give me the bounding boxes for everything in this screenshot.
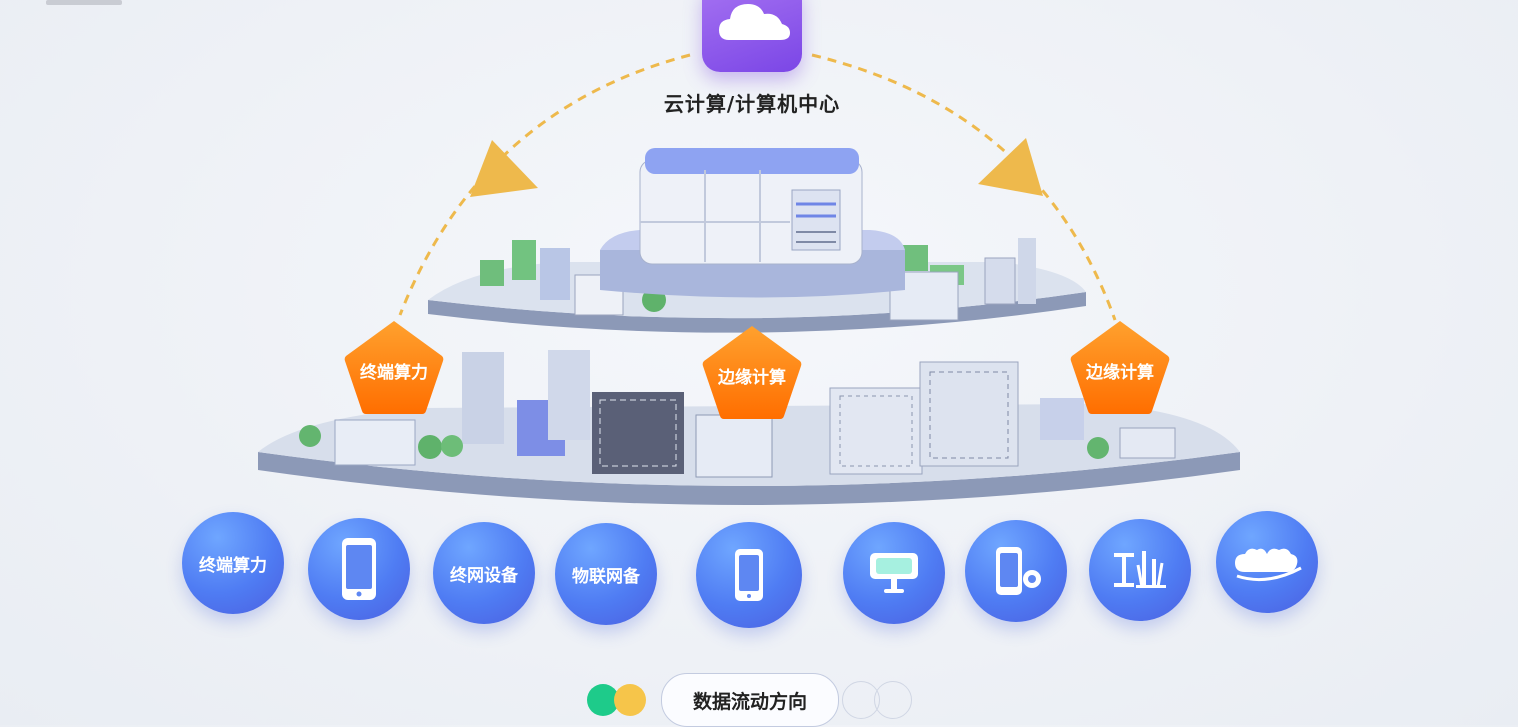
- pentagon-shape: [344, 321, 444, 414]
- upper-platform: [428, 148, 1086, 333]
- tablet-stand-icon: [870, 553, 918, 593]
- cloud-link-icon: [1235, 548, 1302, 582]
- legend-dot-yellow: [614, 684, 646, 716]
- node-edge-compute-center: 边缘计算: [700, 323, 804, 423]
- top-divider: [46, 0, 122, 5]
- legend-pill: 数据流动方向: [661, 673, 839, 727]
- industry-icon: [1114, 551, 1166, 588]
- lower-city-platform: [258, 350, 1240, 505]
- device-mobile: [696, 522, 802, 628]
- legend-label: 数据流动方向: [692, 690, 807, 713]
- cloud-tile: [702, 0, 802, 72]
- cloud-center-title: 云计算/计算机中心: [663, 92, 841, 116]
- smartphone-icon: [342, 538, 376, 600]
- right-flow-arc: [811, 53, 1117, 321]
- cloud-icon: [719, 4, 790, 40]
- device-label: 终网设备: [450, 565, 518, 586]
- pentagon-shape: [702, 326, 802, 419]
- mobile-phone-icon: [735, 549, 763, 601]
- node-label: 边缘计算: [1086, 363, 1154, 383]
- device-label: 物联网备: [572, 566, 640, 587]
- node-terminal-compute: 终端算力: [342, 318, 446, 418]
- device-terminal-network: 终网设备: [433, 522, 535, 624]
- right-arrowhead: [978, 138, 1043, 196]
- legend-dot-green: [587, 684, 619, 716]
- node-label: 边缘计算: [718, 368, 786, 388]
- device-tablet-stand: [843, 522, 945, 624]
- device-label: 终端算力: [199, 555, 267, 576]
- device-terminal-compute: 终端算力: [182, 512, 284, 614]
- pentagon-shape: [1070, 321, 1170, 414]
- node-label: 终端算力: [360, 363, 428, 383]
- legend-ghost-ring-2: [874, 681, 912, 719]
- left-arrowhead: [470, 140, 538, 197]
- device-cloud-link: [1216, 511, 1318, 613]
- device-phone-camera: [965, 520, 1067, 622]
- phone-camera-icon: [996, 547, 1041, 595]
- device-industry: [1089, 519, 1191, 621]
- node-edge-compute-right: 边缘计算: [1068, 318, 1172, 418]
- device-iot: 物联网备: [555, 523, 657, 625]
- device-smartphone: [308, 518, 410, 620]
